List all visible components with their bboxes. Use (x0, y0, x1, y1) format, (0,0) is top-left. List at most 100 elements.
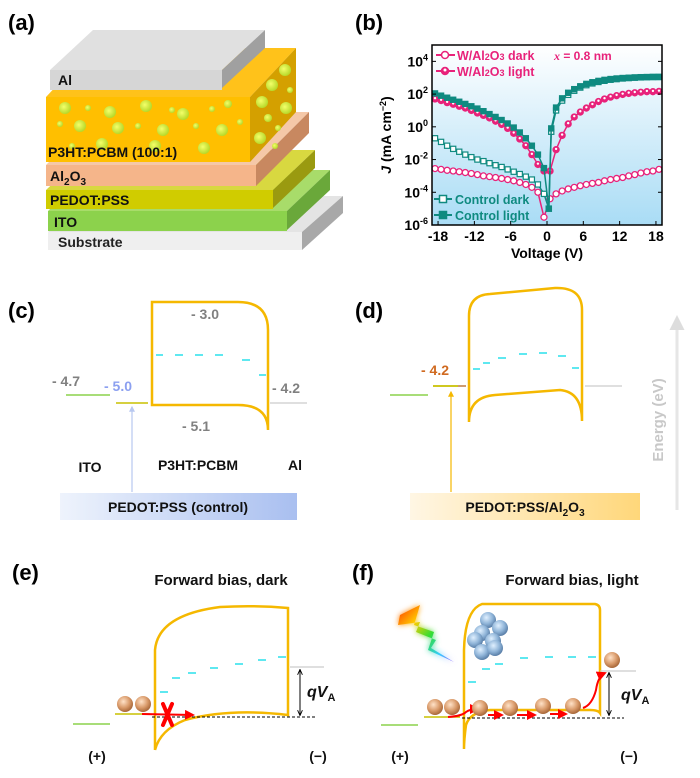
al-wf-value: - 4.2 (272, 380, 300, 396)
light-bolt-icon[interactable] (398, 605, 454, 662)
legend-label: Control light (455, 209, 530, 223)
data-point (480, 157, 487, 165)
data-point (516, 129, 523, 136)
data-point (522, 173, 530, 180)
legend-bottom: Control dark Control light (434, 193, 530, 223)
data-point-highlight (639, 90, 643, 93)
hole-icon (427, 699, 443, 715)
layer-label-al: Al (58, 72, 72, 88)
data-point (498, 116, 505, 124)
data-point (528, 183, 536, 191)
data-point (570, 183, 578, 191)
pcbm-lumo-dashes (473, 352, 579, 370)
data-point (649, 167, 657, 175)
label-al: Al (288, 457, 302, 473)
thickness-annotation: x = 0.8 nm (553, 49, 612, 63)
energy-axis-label: Energy (eV) (650, 378, 667, 461)
data-point (601, 76, 608, 84)
series-control-light (431, 73, 663, 212)
data-point (655, 73, 663, 81)
layer-al: Al (50, 30, 265, 90)
legend-label: W/Al2O3 dark (457, 49, 534, 63)
data-point-highlight (615, 93, 618, 97)
data-point (498, 163, 505, 171)
data-point (497, 174, 506, 183)
data-point (528, 176, 536, 183)
data-point (504, 175, 512, 184)
x-tick-label: -12 (464, 228, 484, 244)
panel-a-device-stack: (a) Substrate ITO PEDOT:PSS Al2O3 (8, 10, 343, 250)
hole-icon (565, 698, 581, 714)
p3ht-band-box (150, 300, 270, 431)
pedot-wf-value: - 5.0 (104, 378, 132, 394)
homo-value: - 5.1 (182, 418, 210, 434)
data-point-highlight (566, 121, 570, 125)
label-p3ht-pcbm: P3HT:PCBM (158, 457, 238, 473)
data-point-highlight (633, 90, 636, 94)
data-point (643, 73, 651, 81)
data-point (552, 104, 560, 111)
data-point (456, 98, 463, 105)
data-point (480, 108, 487, 115)
data-point (486, 159, 493, 167)
data-point-highlight (651, 89, 655, 93)
cathode-polarity: (−) (309, 748, 327, 764)
data-point (473, 170, 482, 179)
pcbm-lumo-dashes (468, 656, 596, 683)
data-point (612, 174, 621, 183)
data-point (431, 164, 439, 173)
data-point (594, 178, 603, 187)
data-point (606, 175, 615, 184)
data-point (455, 168, 463, 176)
data-point (486, 110, 493, 118)
anode-polarity: (+) (88, 748, 106, 764)
pcbm-lumo-dashes (156, 354, 266, 376)
pedot-al2o3-label: PEDOT:PSS/Al2O3 (465, 499, 585, 519)
data-point-highlight (536, 162, 540, 165)
data-point (462, 100, 469, 108)
label-ito: ITO (78, 459, 101, 475)
panel-label-a: (a) (8, 10, 35, 35)
pedot-control-box (60, 493, 297, 520)
data-point (625, 172, 633, 180)
legend-label: Control dark (455, 193, 529, 207)
x-tick-label: 12 (612, 228, 628, 244)
pedot-al2o3-wf-value: - 4.2 (421, 362, 449, 378)
y-tick-label: 100 (407, 118, 428, 135)
data-point-highlight (518, 137, 521, 140)
legend-item-w-al2o3-dark: W/Al2O3 dark (436, 49, 534, 63)
electron-cluster-icon (467, 612, 508, 660)
data-point (456, 148, 463, 155)
data-point (504, 166, 511, 173)
data-point (437, 138, 445, 146)
y-axis-label: J (mA cm−2) (378, 96, 394, 173)
lumo-value: - 3.0 (191, 306, 219, 322)
data-point (655, 165, 663, 174)
layer-label-al2o3: Al2O3 (50, 168, 86, 188)
data-point (564, 185, 572, 193)
data-point (552, 190, 560, 198)
data-point (522, 180, 530, 189)
data-point (643, 168, 651, 176)
holes (427, 652, 620, 716)
legend-item-w-al2o3-light: W/Al2O3 light (436, 65, 535, 79)
legend-top: W/Al2O3 dark W/Al2O3 light x = 0.8 nm (436, 49, 612, 79)
data-point (600, 177, 609, 185)
data-point (534, 181, 542, 188)
data-point (558, 187, 566, 195)
data-point (462, 151, 469, 158)
data-point (516, 170, 523, 178)
data-point (443, 142, 451, 149)
data-point-highlight (645, 89, 649, 93)
pedot-al2o3-box (410, 493, 640, 520)
data-point (619, 74, 626, 82)
layer-label-p3ht-pcbm: P3HT:PCBM (100:1) (48, 144, 177, 160)
y-tick-label: 10-4 (404, 183, 428, 200)
data-point (437, 92, 445, 99)
data-point (540, 164, 548, 172)
data-point (479, 172, 488, 180)
x-tick-label: -6 (504, 228, 517, 244)
pedot-control-label: PEDOT:PSS (control) (108, 499, 248, 515)
